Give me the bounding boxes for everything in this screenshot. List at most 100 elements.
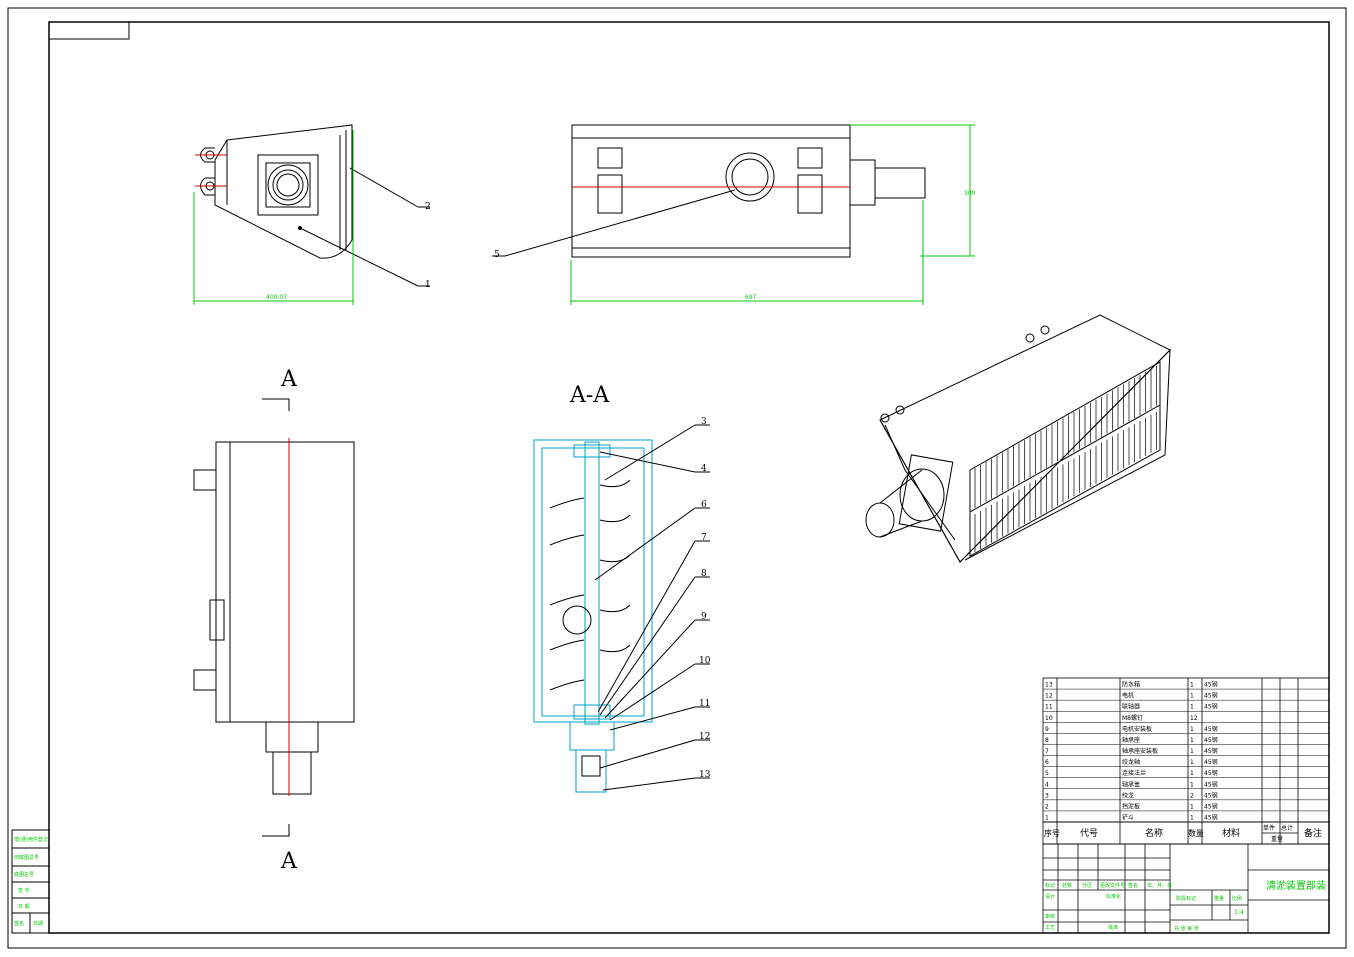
bom-cell-qty: 1	[1190, 770, 1194, 777]
bom-cell-name: 防水箱	[1122, 681, 1140, 689]
tb-reviewer: 审核	[1045, 913, 1055, 920]
bom-cell-no: 8	[1045, 737, 1049, 744]
tb-weight: 重量	[1214, 895, 1224, 902]
strip-label-6: 日期	[33, 921, 43, 927]
tb-stage-mark: 阶段标记	[1176, 895, 1196, 902]
bom-cell-name: 挡泥板	[1122, 802, 1140, 810]
tb-row-1: 处数	[1062, 882, 1072, 889]
bom-cell-no: 2	[1045, 803, 1049, 810]
bom-cell-name: M8螺钉	[1122, 714, 1143, 722]
tb-drawing-title: 清淤装置部装	[1266, 879, 1326, 892]
bom-cell-mat: 45钢	[1204, 802, 1218, 810]
bom-cell-qty: 1	[1190, 781, 1194, 788]
bom-cell-name: 联轴器	[1122, 703, 1140, 711]
bom-cell-no: 5	[1045, 770, 1049, 777]
bom-cell-no: 3	[1045, 792, 1049, 799]
bom-cell-no: 4	[1045, 781, 1049, 788]
bom-h-total: 总计	[1281, 824, 1293, 832]
callout-6: 6	[701, 500, 707, 510]
side-view	[195, 124, 430, 287]
bom-cell-qty: 2	[1190, 792, 1194, 799]
bom-cell-mat: 45钢	[1204, 725, 1218, 733]
bom-cell-mat: 45钢	[1204, 791, 1218, 799]
corner-box	[48, 21, 130, 40]
callout-7: 7	[701, 533, 707, 543]
bom-cell-qty: 1	[1190, 693, 1194, 700]
outer-border	[7, 7, 1347, 949]
bom-h-note: 备注	[1304, 827, 1322, 839]
section-title: A-A	[569, 383, 610, 408]
bom-cell-qty: 1	[1190, 726, 1194, 733]
bom-cell-qty: 1	[1190, 803, 1194, 810]
bom-table	[1042, 677, 1330, 845]
top-view	[492, 124, 926, 258]
bom-cell-qty: 1	[1190, 682, 1194, 689]
bom-h-qty: 数量	[1188, 828, 1204, 838]
callout-4: 4	[701, 464, 707, 474]
bom-cell-qty: 1	[1190, 704, 1194, 711]
left-strip: 借(通)用件登记 旧底图总号 底图总号 签 字 日 期 签名 日期	[11, 829, 50, 934]
tb-row-0: 标记	[1045, 882, 1055, 889]
strip-label-1: 旧底图总号	[14, 854, 39, 861]
bom-cell-mat: 45钢	[1204, 681, 1218, 689]
callout-10: 10	[699, 656, 711, 666]
bom-header: 序号 代号 名称 数量 材料 单件 总计 重量 备注	[1044, 824, 1322, 843]
bom-cell-name: 电机	[1122, 692, 1134, 700]
tb-row-3: 更改文件号	[1100, 882, 1125, 889]
side-view-dimension: 400.07	[193, 130, 354, 305]
bom-cell-no: 11	[1045, 704, 1053, 711]
tb-standardized: 标准化	[1106, 893, 1121, 900]
tb-row-4: 签名	[1128, 882, 1138, 889]
section-markers	[262, 398, 290, 837]
dim-top-width: 697	[745, 294, 757, 301]
strip-label-3: 签 字	[18, 887, 30, 894]
tb-process: 工艺	[1045, 925, 1055, 931]
front-view	[193, 438, 355, 796]
callout-12: 12	[699, 732, 710, 742]
bom-cell-name: 绞龙轴	[1122, 758, 1140, 766]
bom-cell-mat: 45钢	[1204, 747, 1218, 755]
strip-label-0: 借(通)用件登记	[14, 836, 48, 843]
bom-cell-no: 12	[1045, 693, 1053, 700]
isometric-grille	[974, 365, 1157, 552]
strip-label-5: 签名	[14, 920, 24, 927]
bom-h-name: 名称	[1145, 827, 1163, 839]
bom-cell-mat: 45钢	[1204, 814, 1218, 822]
bom-cell-mat: 45钢	[1204, 769, 1218, 777]
bom-cell-mat: 45钢	[1204, 692, 1218, 700]
callout-8: 8	[701, 569, 707, 579]
bom-cell-mat: 45钢	[1204, 736, 1218, 744]
bom-cell-no: 6	[1045, 759, 1049, 766]
bom-cell-name: 电机安装板	[1122, 725, 1152, 733]
bom-cell-qty: 12	[1190, 715, 1198, 722]
callout-13: 13	[699, 770, 711, 780]
auger-blades	[549, 479, 631, 691]
callout-11: 11	[699, 699, 710, 709]
top-view-dimensions: 697 300	[570, 124, 976, 305]
bom-h-mat: 材料	[1222, 827, 1240, 839]
bom-cell-mat: 45钢	[1204, 780, 1218, 788]
bom-cell-no: 7	[1045, 748, 1049, 755]
bom-cell-qty: 1	[1190, 815, 1194, 822]
callout-9: 9	[701, 612, 707, 622]
bom-cell-no: 1	[1045, 815, 1049, 822]
tb-sheets: 共 张 第 张	[1174, 925, 1199, 932]
bom-cell-name: 铲斗	[1122, 814, 1134, 822]
bom-cell-no: 13	[1045, 682, 1053, 689]
tb-scale-label: 比例	[1232, 895, 1242, 902]
bom-cell-name: 绞龙	[1122, 791, 1134, 799]
bom-h-unit: 单件	[1263, 824, 1275, 832]
bom-h-code: 代号	[1080, 828, 1098, 839]
callout-5: 5	[494, 250, 500, 260]
bom-cell-qty: 1	[1190, 759, 1194, 766]
bom-cell-name: 轴承盖	[1122, 780, 1140, 788]
dim-side-width: 400.07	[266, 294, 287, 301]
bom-cell-mat: 45钢	[1204, 703, 1218, 711]
title-block	[1042, 843, 1330, 934]
callout-1: 1	[425, 280, 431, 290]
bom-cell-no: 10	[1045, 715, 1053, 722]
title-block-text: 标记 处数 分区 更改文件号 签名 年、月、日 设计 标准化 审核 工艺 批准 …	[1045, 879, 1326, 932]
tb-approved: 批准	[1108, 924, 1118, 931]
callout-2: 2	[425, 202, 431, 212]
bom-cell-no: 9	[1045, 726, 1049, 733]
